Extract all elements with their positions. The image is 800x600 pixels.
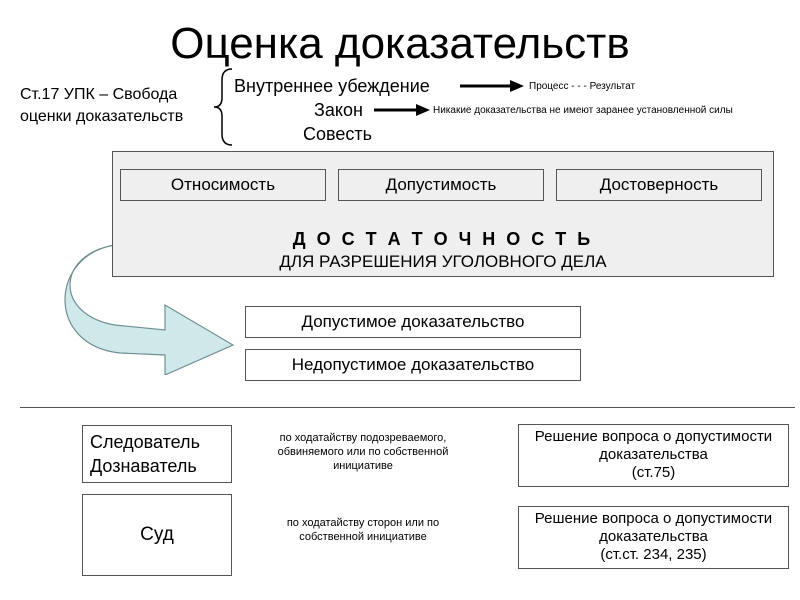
curly-brace <box>213 68 233 146</box>
decision-article: (ст.75) <box>631 464 676 481</box>
decision-line: Решение вопроса о допустимости <box>534 428 773 445</box>
admissible-evidence-box: Допустимое доказательство <box>245 306 581 338</box>
inadmissible-evidence-box: Недопустимое доказательство <box>245 349 581 381</box>
inquirer-label: Дознаватель <box>90 456 197 476</box>
decision-line: Решение вопроса о допустимости <box>534 510 773 527</box>
investigator-decision-box: Решение вопроса о допустимости доказател… <box>518 424 789 487</box>
curved-arrow-icon <box>64 244 235 375</box>
property-reliability: Достоверность <box>556 169 762 201</box>
principle-inner-conviction: Внутреннее убеждение <box>234 76 430 96</box>
principle-law: Закон <box>314 100 363 120</box>
court-box: Суд <box>82 494 232 576</box>
sufficiency-subtitle: ДЛЯ РАЗРЕШЕНИЯ УГОЛОВНОГО ДЕЛА <box>279 252 607 271</box>
grounds-line: инициативе <box>333 460 393 472</box>
investigator-label: Следователь <box>90 432 200 452</box>
note-law: Никакие доказательства не имеют заранее … <box>433 105 733 116</box>
article-label: Ст.17 УПК – Свобода оценки доказательств <box>20 84 210 128</box>
principle-conscience: Совесть <box>303 124 373 144</box>
grounds-line: обвиняемого или по собственной <box>277 446 449 458</box>
court-grounds: по ходатайству сторон или по собственной… <box>255 516 471 544</box>
court-decision-box: Решение вопроса о допустимости доказател… <box>518 506 789 569</box>
page-title: Оценка доказательств <box>170 19 630 68</box>
investigator-box: Следователь Дознаватель <box>82 425 232 483</box>
arrow-right-icon <box>460 80 524 92</box>
property-admissibility: Допустимость <box>338 169 544 201</box>
sufficiency-title: Д О С Т А Т О Ч Н О С Т Ь <box>292 229 594 249</box>
grounds-line: собственной инициативе <box>299 531 427 543</box>
section-divider <box>20 407 795 408</box>
note-process-result: Процесс - - - Результат <box>529 81 636 92</box>
property-relevance: Относимость <box>120 169 326 201</box>
grounds-line: по ходатайству сторон или по <box>286 517 440 529</box>
article-label-line1: Ст.17 УПК – Свобода <box>20 86 178 103</box>
decision-line: доказательства <box>599 528 708 545</box>
decision-line: доказательства <box>599 446 708 463</box>
investigator-grounds: по ходатайству подозреваемого, обвиняемо… <box>255 431 471 473</box>
decision-article: (ст.ст. 234, 235) <box>600 546 707 563</box>
article-label-line2: оценки доказательств <box>20 108 184 125</box>
arrow-right-icon <box>374 104 430 116</box>
grounds-line: по ходатайству подозреваемого, <box>279 432 447 444</box>
